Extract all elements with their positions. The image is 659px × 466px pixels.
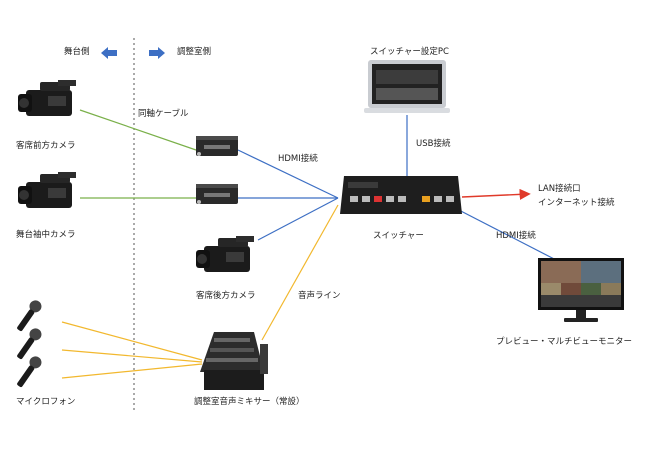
laptop-icon [364, 60, 450, 113]
usb-label: USB接続 [416, 139, 451, 149]
monitor-label: プレビュー・マルチビューモニター [496, 337, 633, 347]
microphone-3-icon [17, 356, 42, 388]
hdmi-line-monitor [454, 207, 561, 263]
stage-side-label: 舞台側 [64, 47, 90, 57]
rear-camera-icon [196, 236, 254, 272]
hdmi-line-rear-camera [257, 197, 339, 241]
microphones-label: マイクロフォン [16, 397, 76, 407]
switcher-label: スイッチャー [373, 231, 424, 241]
control-side-label: 調整室側 [177, 47, 212, 57]
right-arrow-icon [149, 47, 165, 59]
audio-line-switcher [261, 204, 339, 341]
lan-arrow [461, 188, 531, 200]
hdmi-in-label: HDMI接続 [278, 154, 318, 164]
switcher-icon [340, 176, 462, 214]
audio-line-label: 音声ライン [298, 291, 341, 301]
left-arrow-icon [101, 47, 117, 59]
front-camera-label: 客席前方カメラ [16, 141, 76, 151]
sleeve-camera-label: 舞台袖中カメラ [16, 230, 76, 240]
microphone-1-icon [17, 300, 42, 332]
front-camera-icon [18, 80, 76, 116]
lan-label-line2: インターネット接続 [538, 198, 615, 208]
mixer-label: 調整室音声ミキサー（常設） [194, 397, 305, 407]
audio-line-mic1 [61, 321, 203, 361]
sleeve-camera-icon [18, 172, 76, 208]
coax-line-front [79, 109, 197, 151]
microphone-2-icon [17, 328, 42, 360]
sdi-hdmi-converter-2-icon [196, 184, 238, 204]
sdi-hdmi-converter-1-icon [196, 136, 238, 156]
audio-line-mic3 [61, 363, 203, 379]
rear-camera-label: 客席後方カメラ [196, 291, 256, 301]
audio-line-mic2 [61, 349, 203, 363]
hdmi-line-converter1 [237, 149, 339, 199]
hdmi-out-label: HDMI接続 [496, 231, 536, 241]
audio-mixer-icon [200, 332, 268, 390]
settings-pc-label: スイッチャー設定PC [370, 47, 449, 57]
lan-label-line1: LAN接続口 [538, 184, 581, 194]
multiview-monitor-icon [538, 258, 624, 322]
coax-cable-label: 同軸ケーブル [138, 109, 189, 119]
